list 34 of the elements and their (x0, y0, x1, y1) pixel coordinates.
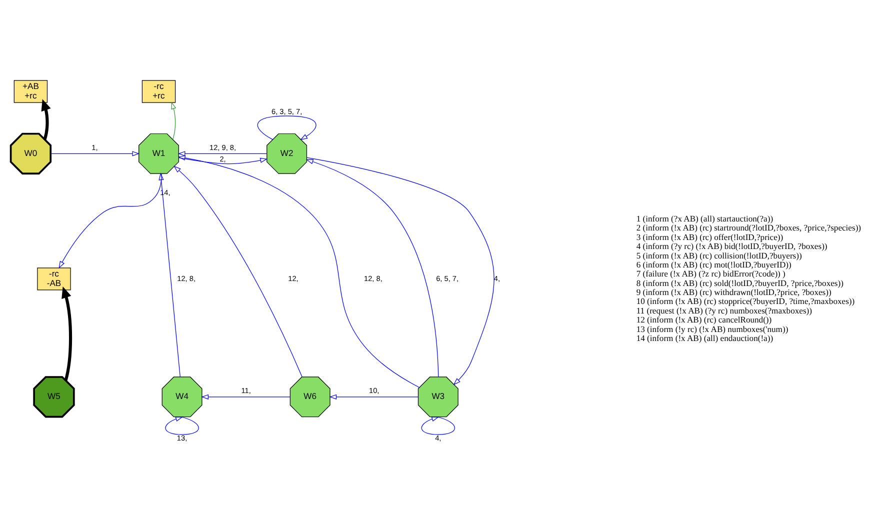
arrow (329, 394, 418, 400)
arrow (171, 102, 176, 140)
arrow (174, 166, 302, 378)
label: 14 (inform (!x AB) (all) endauction(!a)) (636, 332, 774, 343)
arrow (158, 172, 180, 378)
arrow (201, 394, 290, 400)
node-box: +AB +rc (14, 80, 48, 103)
arrow (306, 159, 439, 378)
arrow (257, 116, 316, 140)
arrow (50, 151, 140, 156)
arrow (178, 157, 268, 164)
arrow (421, 416, 455, 435)
node-box: -rc -AB (37, 268, 71, 290)
label: 8 (inform (!x AB) (rc) sold(!lotID,?buyerID, ?price,?boxes)) (636, 278, 844, 288)
arrow (58, 173, 162, 269)
arrow (165, 416, 199, 435)
arrow (178, 155, 420, 388)
label: 7 (failure (!x AB) (?z rc) bidError(?code)) ) (636, 268, 786, 279)
label: 4 (inform (?y rc) (!x AB) bid(!lotID,?buyerID, ?boxes)) (636, 241, 828, 252)
arrow (41, 99, 51, 140)
label: 12 (inform (!x AB) (rc) cancelRound()) (636, 314, 772, 325)
label: 13 (inform (!y rc) (!x AB) numboxes('num)) (636, 324, 788, 334)
label: 3 (inform (!x AB) (rc) offer(!lotID,?price)) (636, 232, 784, 242)
label: 6 (inform (!x AB) (rc) mot(!lotID,?buyerID)) (636, 259, 792, 270)
label: 2 (inform (!x AB) (rc) startround(?lotID,?boxes, ?price,?species)) (636, 222, 862, 233)
label: 9 (inform (!x AB) (rc) withdrawn(!lotID,?price, ?boxes)) (636, 287, 832, 298)
label: 11 (request (!x AB) (?y rc) numboxes(?maxboxes)) (636, 305, 812, 316)
label: 1 (inform (?x AB) (all) startauction(?a)) (636, 213, 774, 224)
label: 5 (inform (!x AB) (rc) collision(!lotID,?buyers)) (636, 250, 802, 260)
label: 10 (inform (!x AB) (rc) stopprice(?buyerID, ?time,?maxboxes)) (636, 296, 855, 306)
arrow (306, 157, 494, 386)
arrow (178, 151, 268, 156)
arrow (62, 286, 72, 381)
node-box: -rc +rc (142, 80, 176, 103)
